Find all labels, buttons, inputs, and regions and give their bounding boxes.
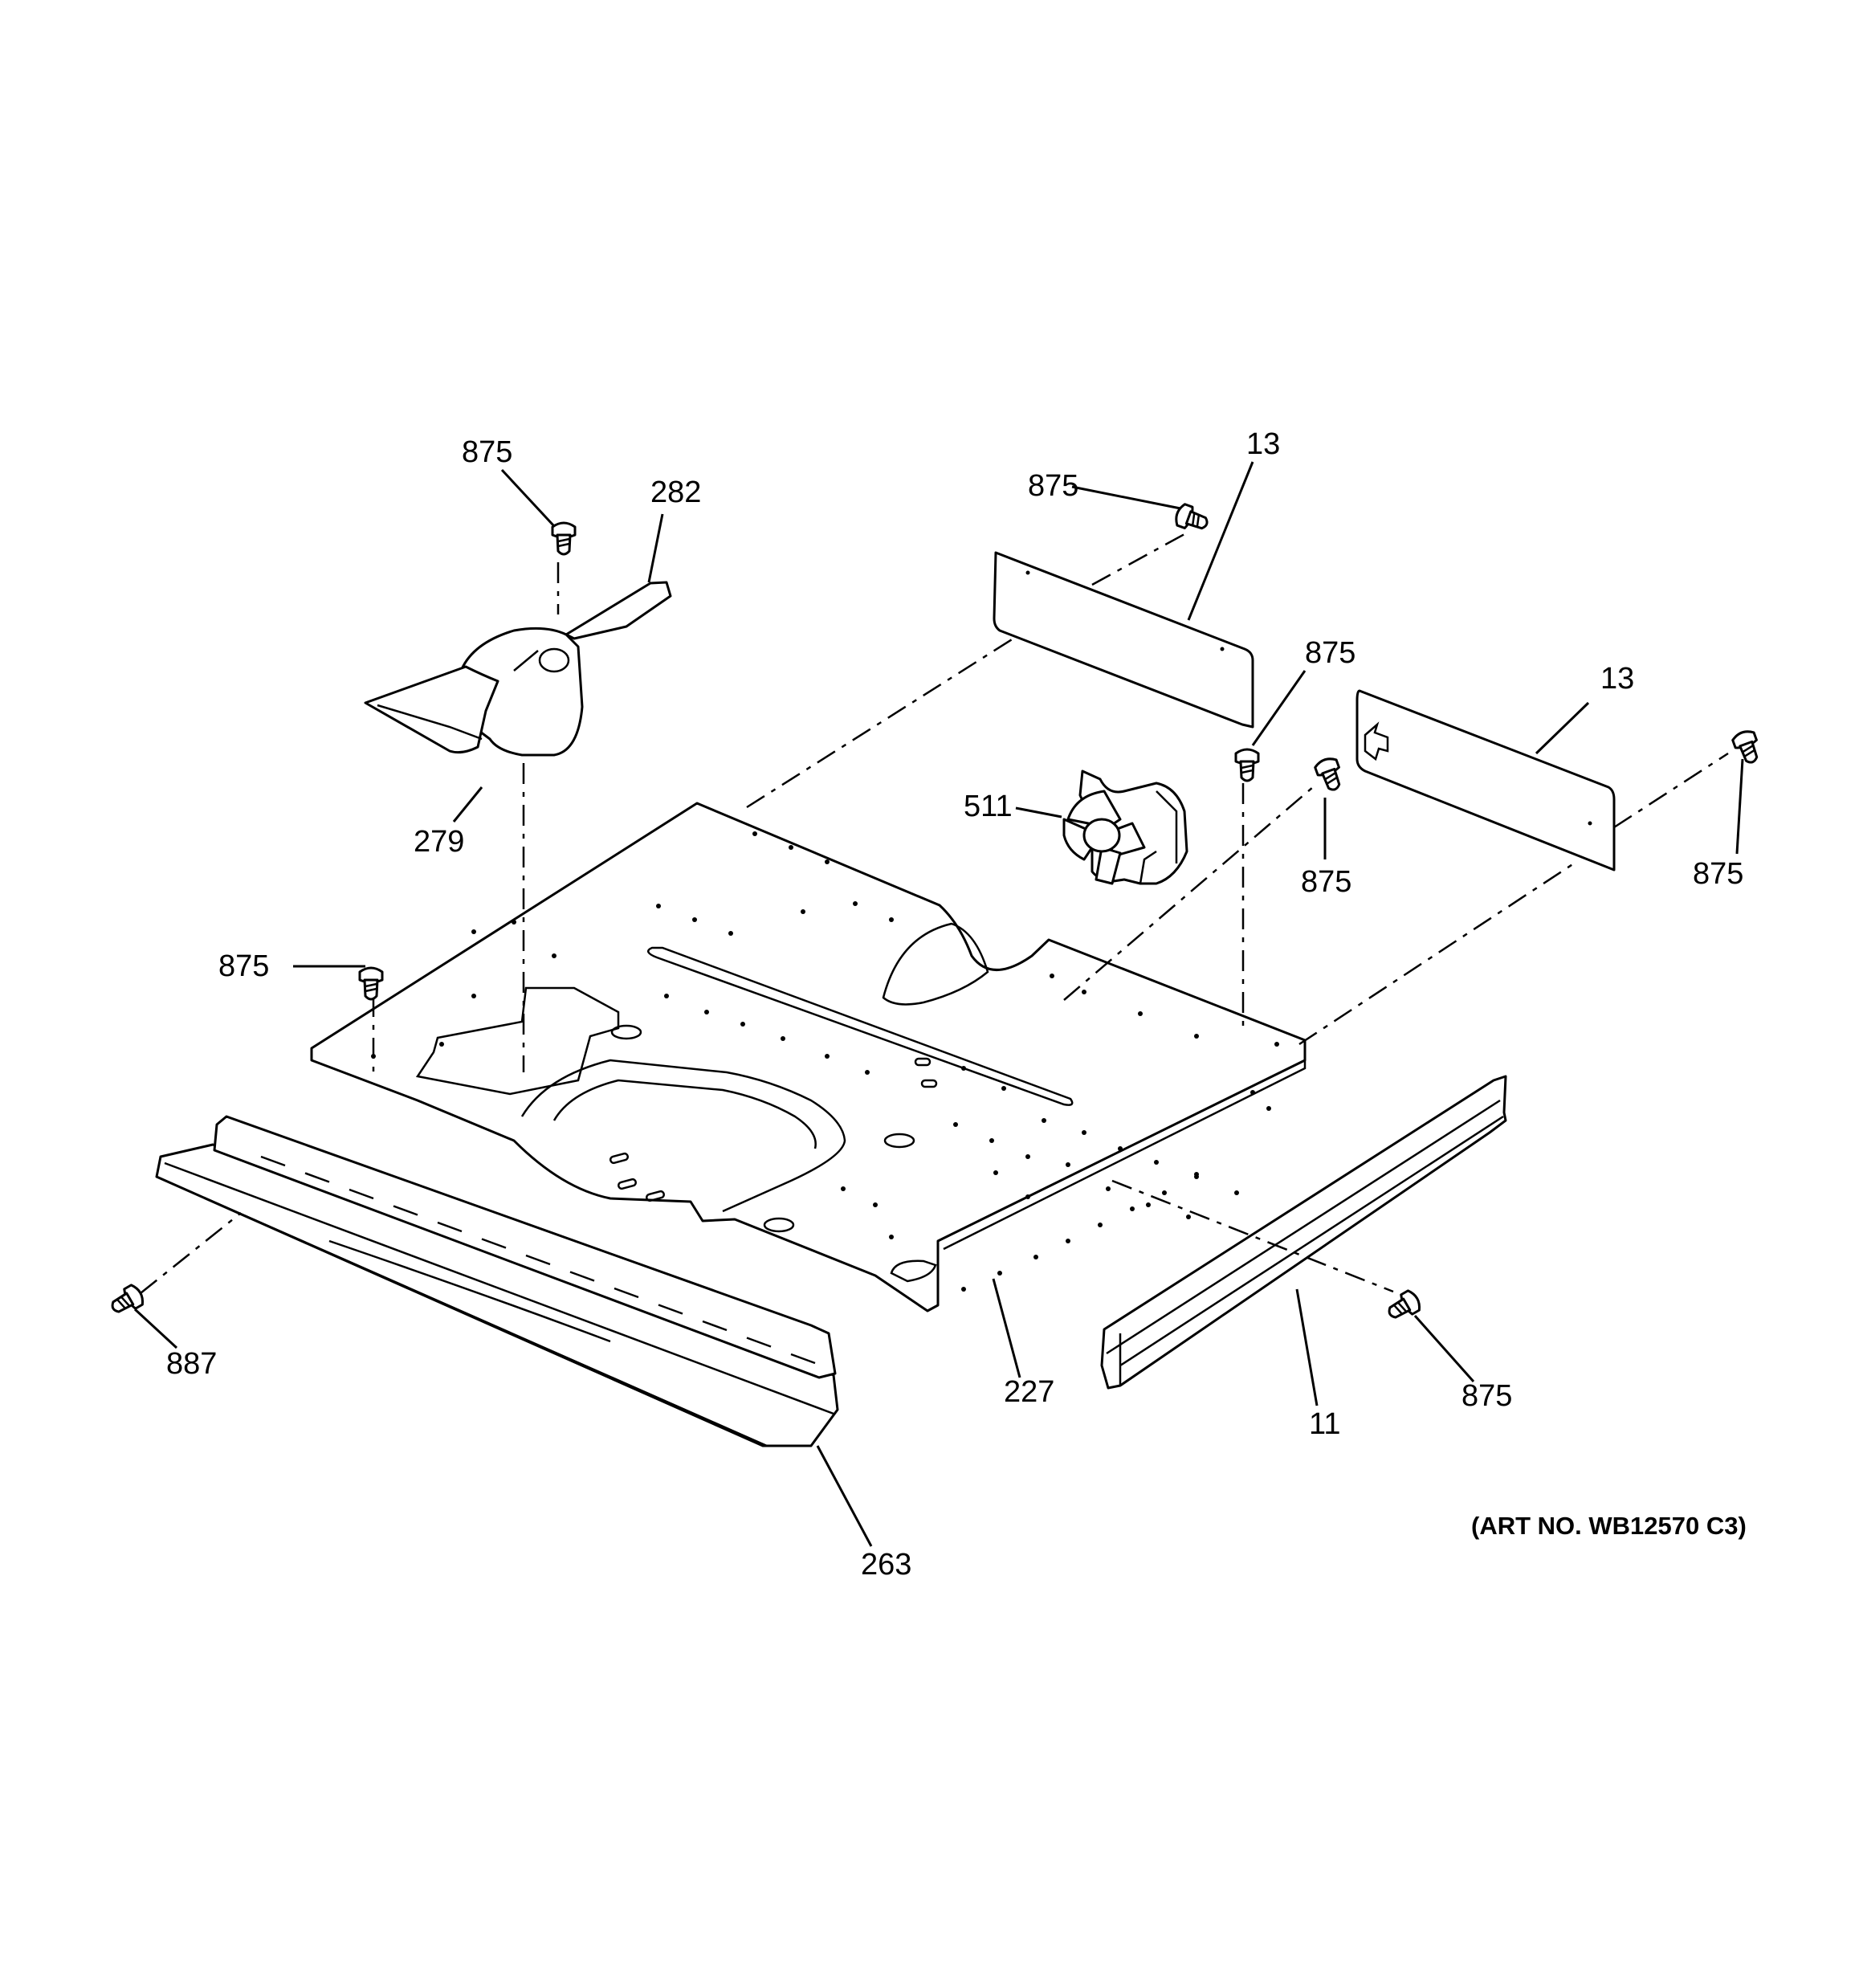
callout-13-right: 13 xyxy=(1600,662,1634,696)
screw-icon xyxy=(1731,730,1759,764)
callout-282: 282 xyxy=(650,476,701,509)
callout-511: 511 xyxy=(964,790,1013,823)
callout-875-fan: 875 xyxy=(1301,865,1351,899)
callout-227: 227 xyxy=(1004,1375,1054,1409)
rear-panel-right xyxy=(1355,689,1616,872)
right-side-rail xyxy=(1100,1075,1507,1390)
fan-motor-icon xyxy=(1062,769,1188,885)
screw-icon xyxy=(1314,757,1341,791)
callout-labels: 875 282 279 875 13 875 511 875 13 875 87… xyxy=(166,427,1747,1582)
screw-icon xyxy=(551,521,577,556)
callout-875-far-right: 875 xyxy=(1693,857,1743,891)
air-duct xyxy=(364,581,672,757)
front-rail xyxy=(155,1115,839,1447)
screw-icon xyxy=(111,1284,145,1313)
callout-279: 279 xyxy=(414,825,464,859)
callout-13-left: 13 xyxy=(1246,427,1280,461)
assembly-lines xyxy=(140,533,1729,1294)
leader-lines xyxy=(133,461,1744,1547)
screw-icon xyxy=(358,966,384,1001)
floor-plate xyxy=(310,802,1307,1312)
callout-875-floor-left: 875 xyxy=(218,949,269,983)
callout-887: 887 xyxy=(166,1347,217,1381)
callout-875-panel-left: 875 xyxy=(1028,469,1078,503)
callout-875-top-left: 875 xyxy=(462,435,512,469)
screw-icon xyxy=(1175,503,1209,530)
rear-panel-left xyxy=(993,551,1254,729)
callout-875-center: 875 xyxy=(1305,636,1355,670)
callout-11: 11 xyxy=(1309,1407,1340,1441)
screw-icon xyxy=(1388,1289,1421,1319)
screw-icon xyxy=(1234,748,1260,782)
art-number: (ART NO. WB12570 C3) xyxy=(1471,1512,1747,1540)
callout-875-right-rail: 875 xyxy=(1461,1379,1512,1413)
callout-263: 263 xyxy=(861,1548,911,1582)
